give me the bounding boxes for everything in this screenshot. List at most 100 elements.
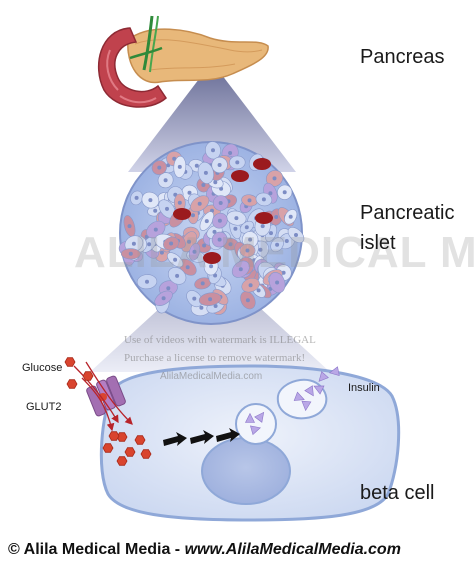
islet-cell-nucleus	[218, 201, 223, 205]
insulin-molecule	[304, 385, 314, 397]
islet-cell-nucleus	[172, 156, 177, 161]
footer-text: © Alila Medical Media -	[8, 541, 185, 558]
label-glut2: GLUT2	[26, 401, 62, 413]
pancreatic-islet	[118, 141, 305, 325]
islet-cell-nucleus	[248, 237, 253, 242]
label-pancreatic: Pancreatic	[360, 202, 455, 224]
islet-cell-nucleus	[204, 219, 209, 224]
glucose-molecule	[140, 449, 152, 459]
islet-cell-nucleus	[284, 239, 289, 243]
islet-cell-nucleus	[275, 280, 280, 285]
watermark-line-2: Purchase a license to remove watermark!	[124, 352, 306, 364]
islet-cell-nucleus	[173, 257, 178, 262]
islet-cell-nucleus	[161, 296, 166, 301]
islet-cell-nucleus	[294, 233, 298, 237]
label-insulin: Insulin	[348, 382, 380, 394]
islet-cell-nucleus	[288, 214, 293, 219]
islet-cell-nucleus	[272, 176, 277, 181]
footer-credit: © Alila Medical Media - www.AlilaMedical…	[8, 541, 401, 559]
islet-cell-nucleus	[147, 242, 152, 247]
islet-cell-nucleus	[177, 164, 182, 169]
islet-cell-nucleus	[197, 201, 202, 206]
watermark-url: AlilaMedicalMedia.com	[160, 371, 263, 382]
islet-cell-nucleus	[169, 241, 174, 246]
islet-cell-nucleus	[282, 190, 287, 195]
glucose-molecule	[102, 443, 114, 453]
process-arrows	[163, 428, 240, 446]
islet-cell-nucleus	[260, 224, 265, 229]
glucose-arrow-2	[85, 361, 133, 425]
islet-cell-nucleus	[192, 249, 197, 254]
blood-vessel	[253, 158, 271, 170]
islet-cell-nucleus	[157, 165, 162, 170]
islet-cell-nucleus	[128, 251, 133, 256]
islet-cell-nucleus	[199, 305, 204, 310]
islet-cell-nucleus	[217, 237, 222, 242]
islet-cell-nucleus	[148, 198, 153, 203]
islet-cell-nucleus	[187, 239, 191, 244]
insulin-molecules	[245, 366, 340, 436]
islet-cell-nucleus	[145, 279, 149, 284]
islet-cell-nucleus	[165, 206, 169, 211]
glucose-arrow-1	[73, 365, 119, 424]
islet-cell-nucleus	[159, 250, 164, 255]
insulin-molecule	[313, 385, 325, 395]
islet-cell-nucleus	[200, 281, 205, 286]
islet-cell-nucleus	[261, 197, 266, 202]
islet-cell-nucleus	[203, 170, 208, 175]
footer-url: www.AlilaMedicalMedia.com	[184, 541, 401, 558]
islet-cell-nucleus	[258, 247, 263, 252]
watermark-line-1: Use of videos with watermark is ILLEGAL	[124, 334, 316, 346]
label-pancreas: Pancreas	[360, 46, 445, 68]
blood-vessel	[231, 170, 249, 182]
islet-cell-nucleus	[213, 180, 218, 185]
insulin-molecule	[245, 412, 255, 423]
blood-vessel	[255, 212, 273, 224]
islet-cell-nucleus	[187, 190, 192, 195]
islet-cell-nucleus	[134, 195, 139, 200]
islet-cell-nucleus	[163, 178, 168, 183]
islet-cell-nucleus	[185, 265, 190, 270]
islet-cell-nucleus	[213, 304, 218, 308]
islet-cell-nucleus	[269, 231, 273, 236]
islet-cell-nucleus	[131, 241, 136, 246]
islet-cell-nucleus	[247, 198, 252, 203]
islet-cell-nucleus	[238, 267, 243, 272]
islet-cell-nucleus	[192, 296, 197, 301]
label-beta-cell: beta cell	[360, 482, 435, 504]
glucose-molecule	[64, 357, 76, 367]
islet-cell-nucleus	[245, 248, 250, 253]
islet-cell-nucleus	[268, 191, 273, 196]
label-glucose: Glucose	[22, 362, 63, 374]
islet-cell-nucleus	[194, 163, 199, 168]
islet-cell-nucleus	[248, 283, 253, 288]
glucose-molecule	[66, 379, 78, 389]
islet-cell-nucleus	[228, 242, 233, 247]
islet-cell-nucleus	[275, 242, 280, 247]
islet-cell-nucleus	[175, 273, 180, 278]
islet-cell-nucleus	[245, 298, 250, 303]
islet-cell-nucleus	[166, 286, 171, 291]
islet-cell-nucleus	[153, 208, 158, 213]
blood-vessel	[203, 252, 221, 264]
islet-cell-nucleus	[153, 227, 158, 232]
label-islet: islet	[360, 232, 396, 254]
islet-cell-nucleus	[234, 216, 239, 221]
glucose-molecules	[64, 357, 152, 466]
islet-cell-nucleus	[202, 243, 207, 248]
islet-cell-nucleus	[274, 215, 279, 219]
islet-cell-nucleus	[191, 213, 195, 218]
blood-vessel	[173, 208, 191, 220]
glucose-molecule	[108, 431, 120, 441]
glucose-molecule	[134, 435, 146, 445]
beta-cell	[99, 364, 401, 522]
islet-cell-nucleus	[211, 148, 215, 153]
zoom-cone-upper	[128, 62, 296, 172]
islet-cell-nucleus	[208, 297, 213, 302]
islet-cell-nucleus	[127, 224, 132, 229]
watermark-text: ALILA MEDICAL MEDIA	[74, 228, 474, 277]
islet-cell-nucleus	[201, 183, 206, 187]
islet-cell-nucleus	[235, 160, 240, 165]
